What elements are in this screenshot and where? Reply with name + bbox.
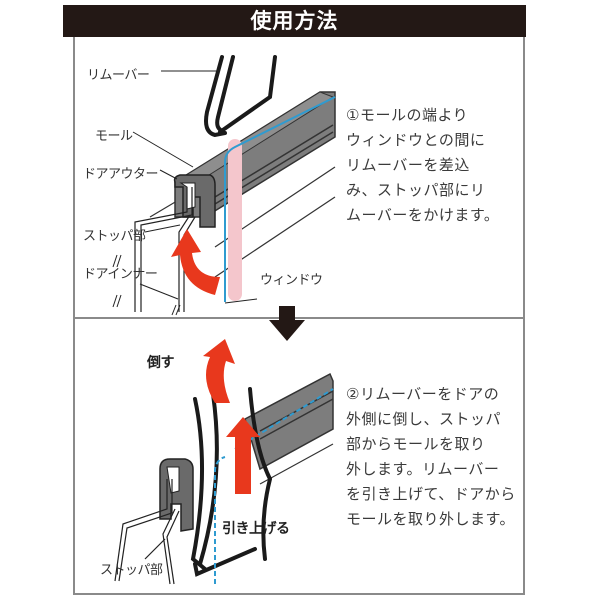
label-stopper: ストッパ部 xyxy=(83,229,146,244)
label-stopper: ストッパ部 xyxy=(100,563,163,578)
step-1-text: ①モールの端より ウィンドウとの間に リムーバーを差込 み、ストッパ部にリ ムー… xyxy=(346,106,500,224)
label-tilt: 倒す xyxy=(147,355,175,371)
step-2-text: ②リムーバーをドアの 外側に倒し、ストッパ 部からモールを取り 外します。リムー… xyxy=(346,385,516,528)
label-window: ウィンドウ xyxy=(260,273,323,288)
curved-arrow-icon xyxy=(171,229,220,295)
up-arrow-icon xyxy=(226,417,260,494)
window-glass-icon xyxy=(224,96,336,302)
label-door-inner: ドアインナー xyxy=(83,267,158,282)
instruction-frame xyxy=(73,37,525,595)
curved-arrow-icon xyxy=(203,339,235,403)
label-remover: リムーバー xyxy=(87,68,150,83)
step-divider xyxy=(73,317,525,319)
step-2-illustration xyxy=(114,339,334,585)
remover-strip-icon xyxy=(228,139,242,301)
label-pull-up: 引き上げる xyxy=(222,521,290,537)
step-1-panel: リムーバー モール ドアアウター ストッパ部 ドアインナー ウィンドウ ①モール… xyxy=(75,37,523,317)
step-2-panel: 倒す 引き上げる ストッパ部 ②リムーバーをドアの 外側に倒し、ストッパ 部から… xyxy=(75,319,523,594)
remover-tool-icon xyxy=(204,55,277,138)
step-1-illustration xyxy=(112,55,336,316)
label-door-outer: ドアアウター xyxy=(83,167,159,182)
molding-icon xyxy=(173,91,336,228)
page-title: 使用方法 xyxy=(63,5,526,37)
molding-icon xyxy=(159,372,334,532)
window-glass-icon xyxy=(214,456,226,584)
down-arrow-icon xyxy=(269,306,305,341)
label-molding: モール xyxy=(95,129,133,144)
